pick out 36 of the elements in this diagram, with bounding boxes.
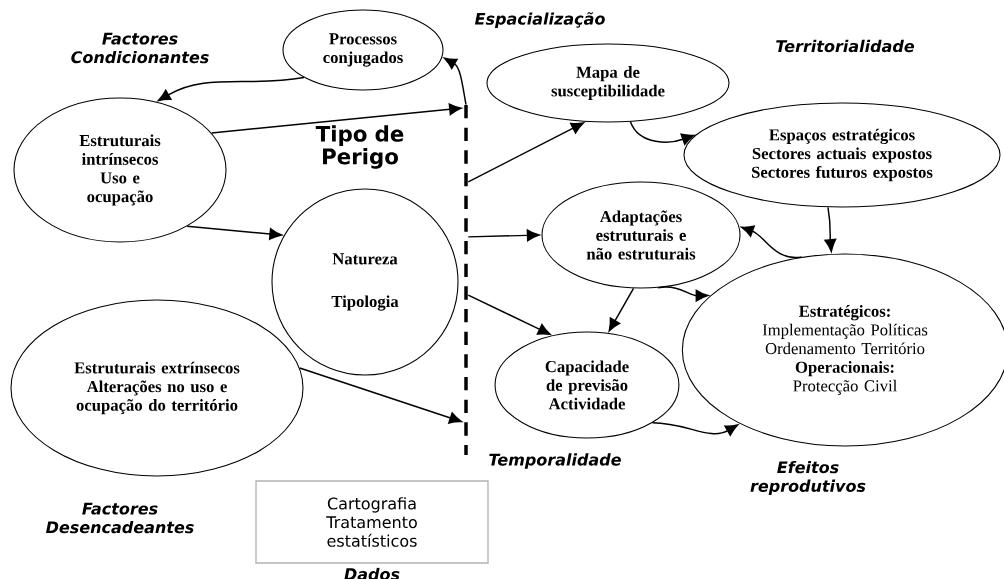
arrow xyxy=(629,121,695,145)
heading-text: Tipo de Perigo xyxy=(315,125,404,169)
node-label: Operacionais: xyxy=(795,361,894,377)
circle-node: Natureza Tipologia xyxy=(271,188,459,376)
arrow xyxy=(824,206,837,253)
arrow xyxy=(186,225,283,240)
caption-text: Efeitos reprodutivos xyxy=(750,460,866,496)
ellipse-node: Mapa de susceptibilidade xyxy=(486,43,730,123)
node-label: Protecção Civil xyxy=(793,379,897,395)
dashed-divider xyxy=(464,105,468,455)
arrow xyxy=(467,122,585,183)
text-box: Cartografia Tratamento estatísticos xyxy=(255,480,489,564)
ellipse-node: Capacidade de previsão Actividade xyxy=(494,331,680,439)
section-label: Espacialização xyxy=(474,12,605,28)
ellipse-node: Processos conjugados xyxy=(282,9,444,91)
arrow xyxy=(467,229,540,242)
node-label: Estratégicos: xyxy=(799,305,890,321)
ellipse-node: Estruturais extrínsecos Alterações no uso e ocupação do território xyxy=(10,299,304,477)
section-label: Territorialidade xyxy=(776,39,915,53)
node-label: Ordenamento Território xyxy=(765,342,925,355)
caption-text: Factores Desencadeantes xyxy=(46,502,194,534)
arrow xyxy=(651,422,739,436)
ellipse-node: Adaptações estruturais e não estruturais xyxy=(541,181,741,289)
caption-text: Factores Condicionantes xyxy=(71,32,209,64)
arrow xyxy=(657,286,709,302)
arrow xyxy=(608,287,635,332)
node-label: Implementação Políticas xyxy=(762,323,928,339)
arrow xyxy=(443,57,467,106)
ellipse-node: Espaços estratégicos Sectores actuais expostos Sectores futuros expostos xyxy=(683,102,1001,208)
arrow xyxy=(157,76,305,102)
arrow xyxy=(299,367,463,424)
caption-text: Temporalidade xyxy=(489,453,621,469)
arrow xyxy=(467,294,551,336)
ellipse-node: Estruturais intrínsecos Uso e ocupação xyxy=(13,97,227,243)
arrow xyxy=(740,225,803,259)
arrow xyxy=(210,103,462,134)
